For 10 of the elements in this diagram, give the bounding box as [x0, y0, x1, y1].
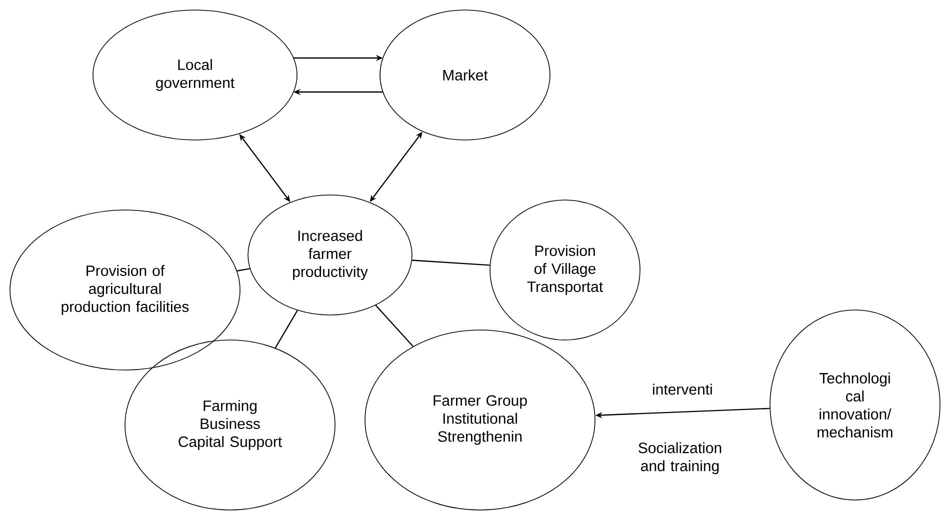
ellipse-node: Market — [380, 10, 550, 140]
ellipse-node: Technologi cal innovation/ mechanism — [770, 310, 940, 500]
ellipse-node: Farming Business Capital Support — [124, 340, 336, 510]
edge-label: interventi — [651, 382, 714, 396]
ellipse-node: Provision of agricultural production facilities — [10, 210, 240, 370]
note-text: Socialization and training — [638, 442, 722, 474]
ellipse-node: Provision of Village Transportat — [490, 200, 640, 340]
ellipse-node: Increased farmer productivity — [248, 194, 412, 316]
ellipse-node: Farmer Group Institutional Strengthenin — [364, 330, 596, 510]
ellipse-node: Local government — [92, 10, 298, 140]
